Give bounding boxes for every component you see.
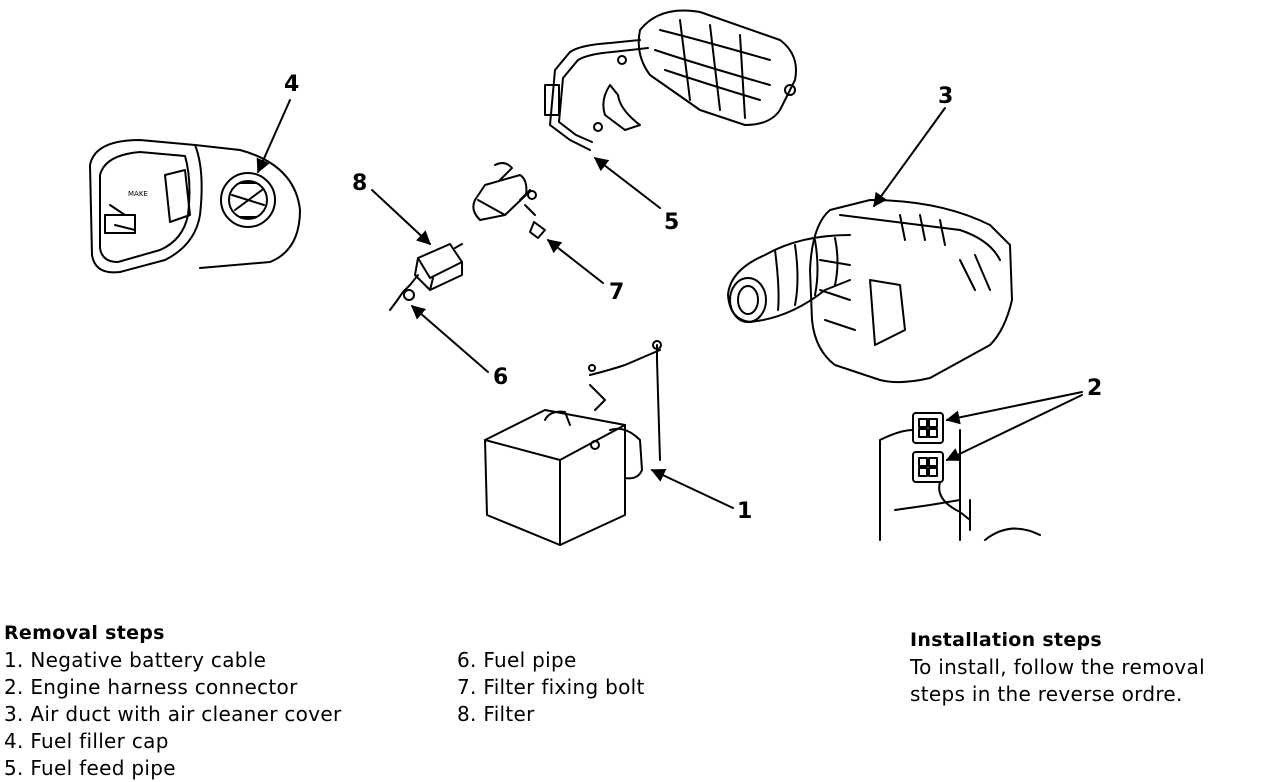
filter-bracket-illustration (472, 162, 546, 239)
leader-arrow-1 (650, 469, 734, 509)
callout-5: 5 (664, 210, 680, 235)
leader-arrows (256, 99, 1083, 509)
svg-text:MAKE: MAKE (128, 190, 148, 198)
removal-step-3: 3. Air duct with air cleaner cover (4, 702, 342, 726)
intake-plenum-illustration (637, 9, 797, 126)
callout-4: 4 (284, 72, 300, 97)
fuel-filler-door-illustration: MAKE (89, 139, 301, 274)
removal-steps-list-continued: 6. Fuel pipe 7. Filter fixing bolt 8. Fi… (457, 647, 645, 728)
callout-3: 3 (938, 84, 954, 109)
removal-step-8: 8. Filter (457, 702, 535, 726)
exploded-parts-diagram: MAKE (89, 9, 1083, 546)
removal-step-7: 7. Filter fixing bolt (457, 675, 645, 699)
installation-steps: Installation steps To install, follow th… (910, 627, 1205, 708)
installation-steps-title: Installation steps (910, 629, 1103, 651)
leader-arrow-7 (546, 239, 604, 284)
removal-step-6: 6. Fuel pipe (457, 648, 577, 672)
removal-step-5: 5. Fuel feed pipe (4, 756, 176, 780)
removal-step-2: 2. Engine harness connector (4, 675, 298, 699)
leader-arrow-6 (410, 305, 489, 373)
fuel-filter-illustration (389, 243, 463, 311)
callout-1: 1 (737, 499, 753, 524)
fuel-filler-cap-illustration (220, 172, 276, 228)
callout-6: 6 (493, 365, 509, 390)
air-cleaner-duct-illustration (727, 199, 1013, 384)
removal-steps-title: Removal steps (4, 622, 165, 644)
leader-arrow-4 (256, 99, 291, 174)
leader-arrow-8 (371, 189, 432, 245)
battery-illustration (484, 340, 662, 546)
callout-2: 2 (1087, 376, 1103, 401)
fuel-feed-pipe-illustration (544, 39, 649, 151)
leader-arrow-2a (945, 391, 1083, 425)
leader-arrow-5 (593, 157, 661, 209)
removal-step-4: 4. Fuel filler cap (4, 729, 169, 753)
leader-arrow-2b (945, 394, 1083, 461)
leader-arrow-3 (873, 107, 946, 208)
engine-harness-connector-illustration (879, 412, 1041, 541)
installation-text-line-1: To install, follow the removal (910, 655, 1205, 679)
callout-7: 7 (609, 280, 625, 305)
callout-8: 8 (352, 171, 368, 196)
removal-step-1: 1. Negative battery cable (4, 648, 267, 672)
installation-text-line-2: steps in the reverse ordre. (910, 682, 1183, 706)
removal-steps-list: Removal steps 1. Negative battery cable … (4, 620, 341, 782)
